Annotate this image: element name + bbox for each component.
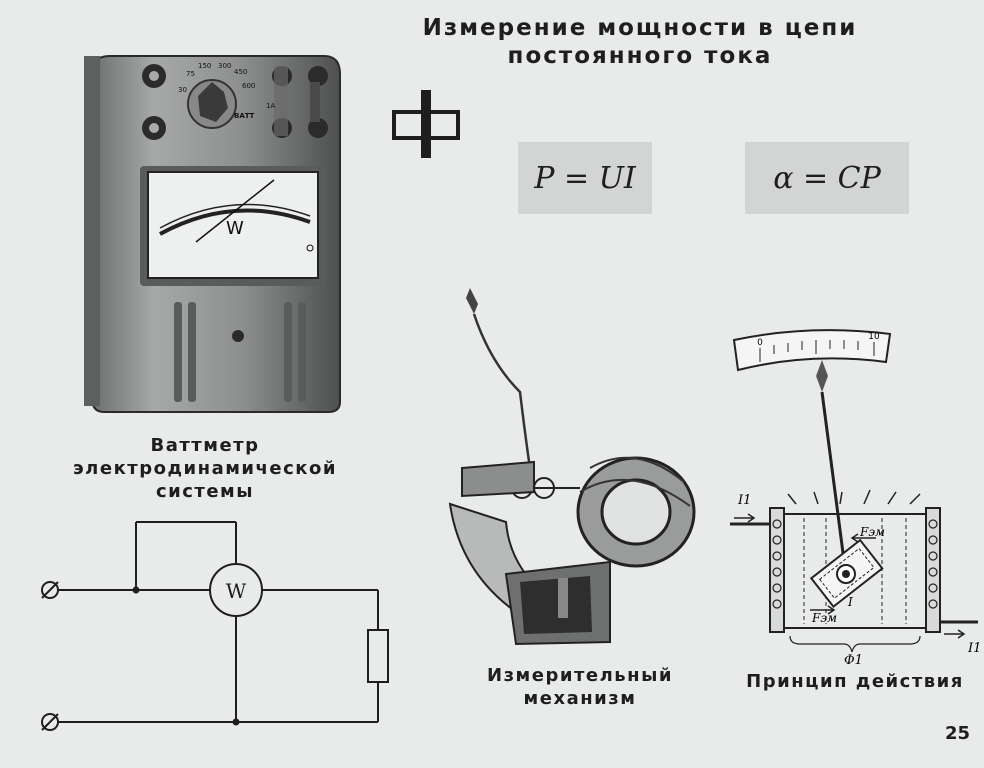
load-resistor-icon	[367, 629, 389, 683]
dial-symbol: W	[226, 218, 244, 239]
mechanism-caption-line-2: механизм	[523, 688, 637, 709]
range-label-600: 600	[242, 82, 255, 90]
formula-power: P = UI	[518, 142, 652, 214]
current-out-label: I1	[967, 641, 981, 656]
terminal-label: 1А	[266, 102, 275, 110]
circuit-meter-symbol: W	[226, 579, 247, 603]
title-line-1: Измерение мощности в цепи	[422, 15, 858, 41]
range-label-150: 150	[198, 62, 211, 70]
unit-label: ВАТТ	[234, 112, 255, 120]
range-label-30: 30	[178, 86, 187, 94]
flux-label: Φ1	[844, 653, 863, 666]
range-label-75: 75	[186, 70, 195, 78]
wattmeter-caption-line-1: Ваттметр электродинамической	[73, 435, 337, 479]
principle-diagram: 0 10 I1 I1 Fэм Fэм I Φ1	[730, 329, 981, 666]
principle-caption: Принцип действия	[746, 671, 964, 692]
wattmeter-device-illustration: 30 75 150 300 450 600 ВАТТ 1А W	[84, 55, 341, 413]
circuit-schematic: W	[41, 521, 389, 731]
mechanism-caption: Измерительный механизм	[470, 664, 690, 710]
scale-end-label: 10	[868, 332, 880, 342]
current-in-label: I1	[737, 493, 751, 508]
scale-start-label: 0	[757, 338, 763, 348]
mechanism-caption-line-1: Измерительный	[487, 665, 673, 686]
formula-deflection: α = CP	[745, 142, 909, 214]
page-number: 25	[944, 723, 970, 744]
dc-plus-icon	[392, 90, 460, 158]
title-line-2: постоянного тока	[507, 43, 773, 69]
range-label-450: 450	[234, 68, 247, 76]
page-title: Измерение мощности в цепи постоянного то…	[400, 14, 880, 70]
wattmeter-caption-line-2: системы	[155, 481, 255, 502]
moving-current-label: I	[847, 595, 853, 609]
wattmeter-caption: Ваттметр электродинамической системы	[20, 434, 390, 503]
range-label-300: 300	[218, 62, 231, 70]
force-label-bottom: Fэм	[811, 611, 837, 625]
measuring-mechanism-illustration	[448, 288, 696, 646]
force-label-top: Fэм	[859, 525, 885, 539]
